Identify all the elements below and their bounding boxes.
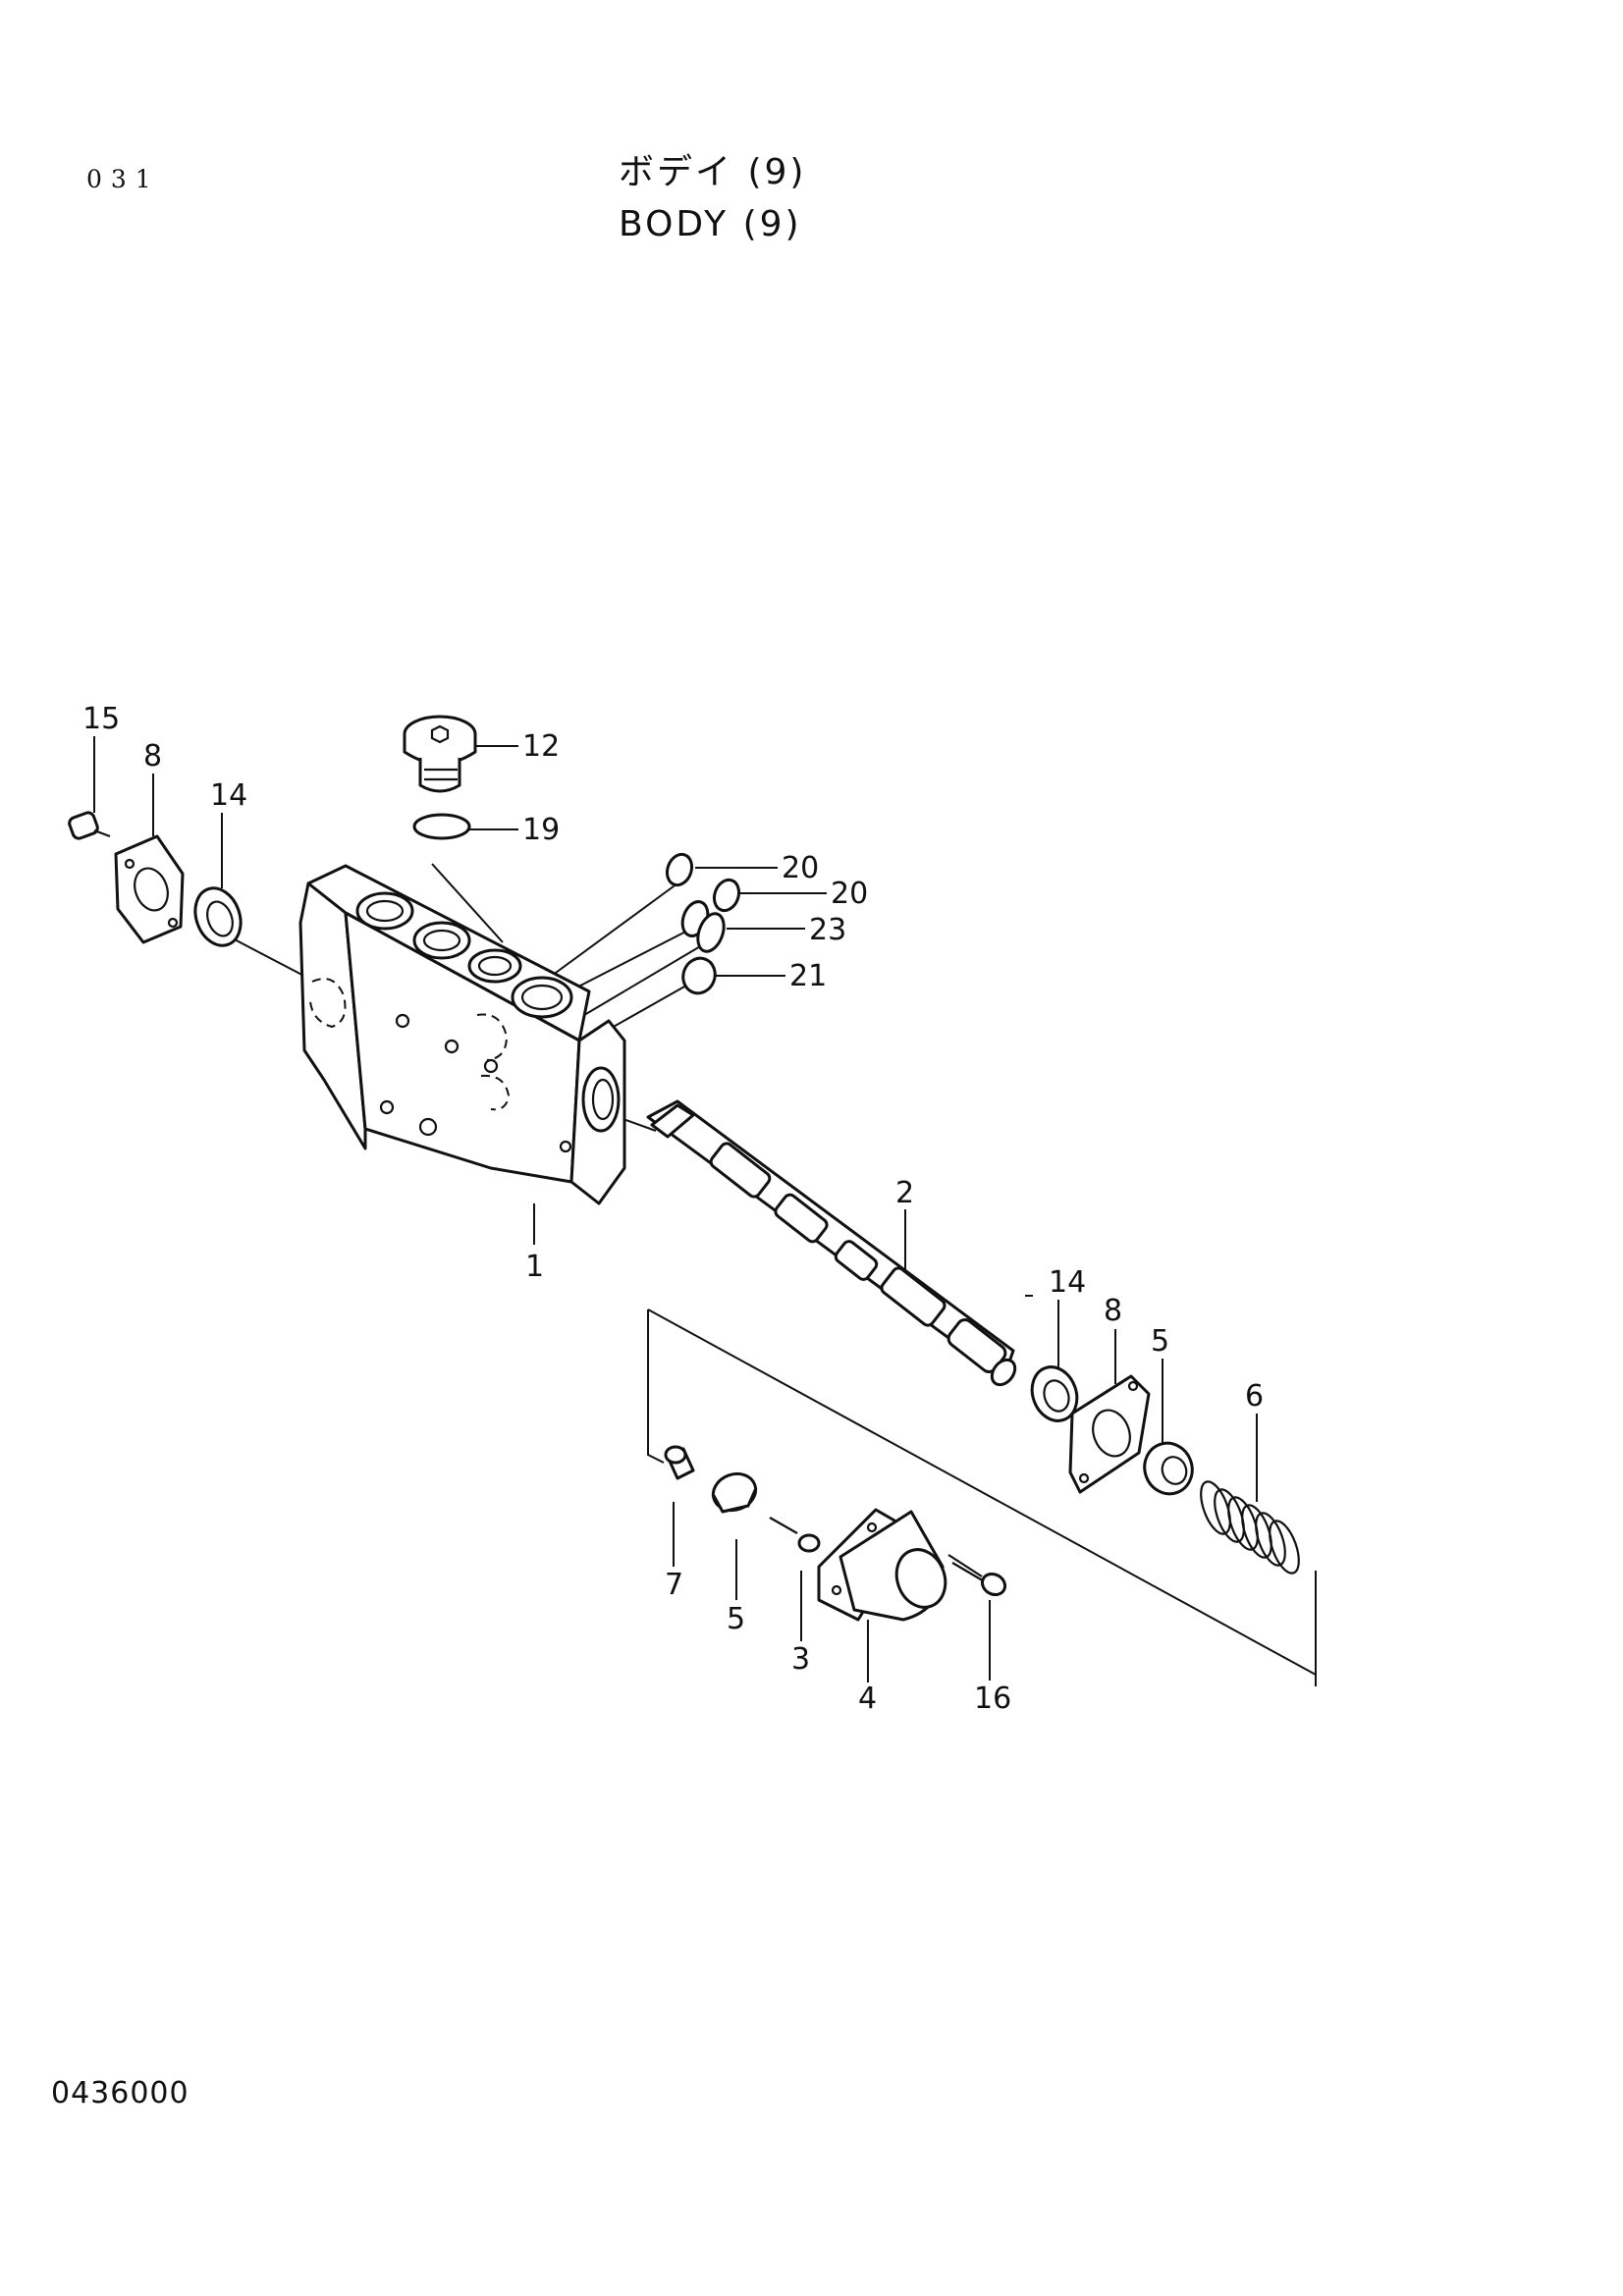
- callout-3: 3: [791, 1642, 810, 1677]
- callout-16: 16: [974, 1682, 1011, 1716]
- callout-6: 6: [1245, 1379, 1264, 1414]
- document-code: 0436000: [51, 2076, 189, 2110]
- title-japanese: ボデイ (9): [619, 152, 807, 192]
- callout-12: 12: [522, 729, 560, 764]
- part-4-cap: [817, 1508, 947, 1622]
- callout-8: 8: [143, 739, 162, 774]
- part-7-stopper: [664, 1445, 695, 1480]
- callout-23: 23: [809, 913, 846, 947]
- part-12-plug: [403, 715, 477, 793]
- callout-20b: 20: [831, 877, 868, 911]
- part-8-flange-left: [114, 834, 185, 944]
- part-6-spring: [1200, 1480, 1300, 1575]
- leader-lines: [93, 736, 1317, 1686]
- part-3-bolt: [769, 1517, 821, 1553]
- callout-14: 14: [210, 778, 247, 813]
- page-number: 031: [86, 165, 160, 193]
- title-english: BODY (9): [619, 204, 802, 244]
- callout-4: 4: [858, 1682, 877, 1716]
- part-5-seat-lower: [711, 1471, 758, 1514]
- callout-19: 19: [522, 813, 560, 847]
- orings-right: [665, 852, 741, 995]
- callout-15: 15: [82, 702, 120, 736]
- part-14-seal-right: [1030, 1365, 1079, 1422]
- callout-5a: 5: [1151, 1324, 1169, 1359]
- part-8-flange-right: [1068, 1374, 1151, 1494]
- part-14-seal-left: [193, 886, 243, 947]
- part-16-bolt: [947, 1554, 1007, 1597]
- part-1-valve-body: [298, 864, 626, 1205]
- part-15-screw: [68, 811, 111, 840]
- callout-1: 1: [525, 1250, 544, 1284]
- callout-5b: 5: [727, 1602, 745, 1636]
- part-19-oring: [412, 813, 471, 840]
- part-2-spool: [646, 1099, 1017, 1387]
- callout-8b: 8: [1104, 1294, 1122, 1328]
- callout-20a: 20: [782, 851, 819, 885]
- callout-2: 2: [895, 1176, 914, 1210]
- callout-14b: 14: [1049, 1265, 1086, 1300]
- part-5-seat-right: [1143, 1441, 1194, 1496]
- callout-7: 7: [665, 1568, 683, 1602]
- callout-21: 21: [789, 959, 827, 993]
